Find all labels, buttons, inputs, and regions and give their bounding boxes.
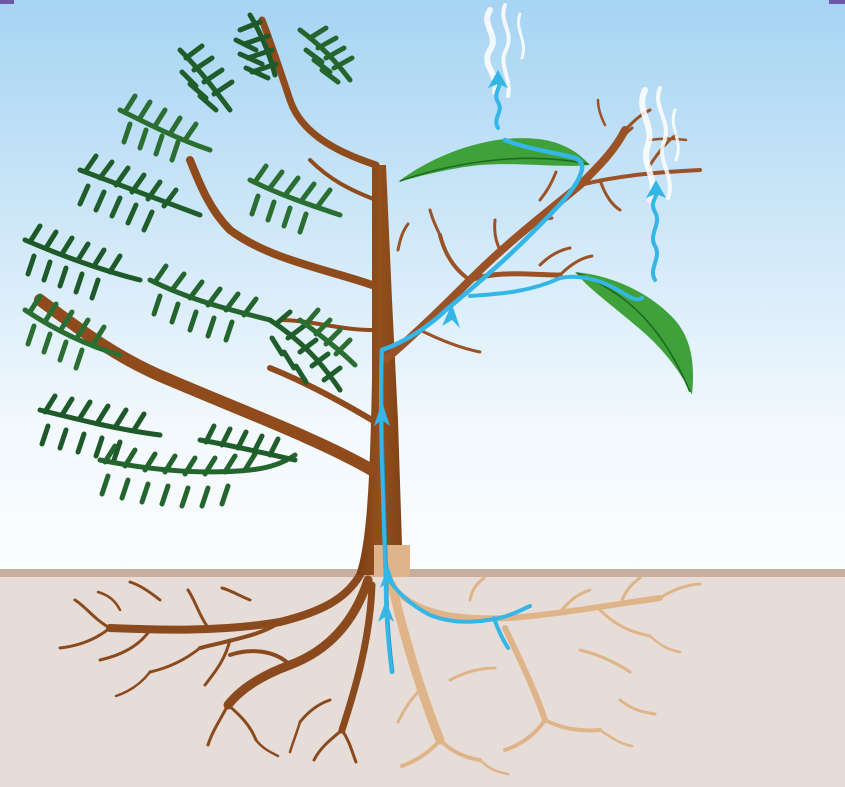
frame-top-right-mark [829,0,845,4]
trunk-cut-soil [374,545,410,577]
frame-top-left-mark [0,0,14,4]
ground-line [0,569,845,577]
